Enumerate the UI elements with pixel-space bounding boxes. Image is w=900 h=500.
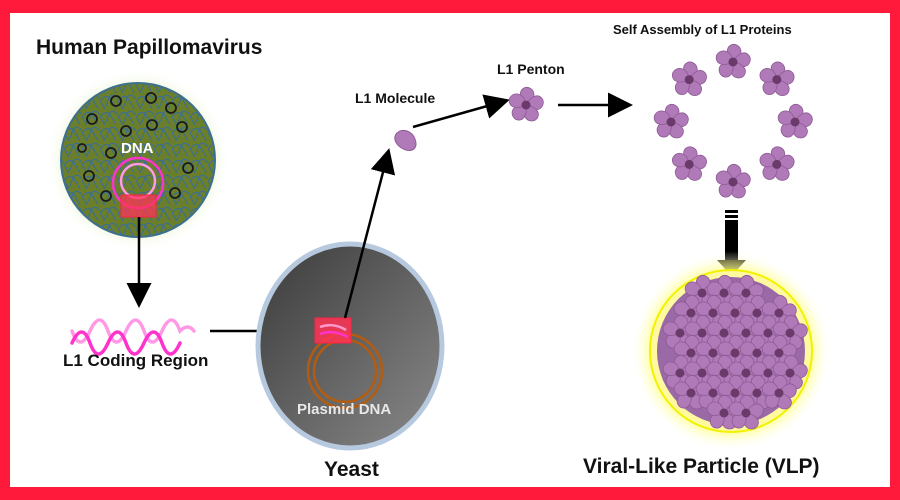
ring-penton [715,44,753,81]
yeast-cell-icon [255,241,445,451]
coding-region-label: L1 Coding Region [63,351,209,370]
ring-penton [777,104,815,141]
yeast-label: Yeast [324,458,379,481]
l1-molecule-label: L1 Molecule [355,90,436,106]
ring-penton [758,62,796,99]
ring-penton [671,62,709,99]
ring-penton [653,104,691,141]
ring-penton [715,164,753,201]
dna-helix-icon [70,318,196,356]
hpv-virus-icon [46,68,230,252]
ring-penton [758,147,796,184]
l1-penton-label: L1 Penton [497,61,565,77]
arrow-molecule-to-penton [412,94,510,129]
penton-ring [653,44,815,201]
diagram-canvas: Human Papillomavirus DNA L1 Coding Regio… [10,13,890,487]
self-assembly-label: Self Assembly of L1 Proteins [613,22,792,37]
diagram-graphics [46,13,831,451]
dna-label: DNA [121,140,154,157]
vlp-particle-icon [631,251,831,451]
vlp-label: Viral-Like Particle (VLP) [583,455,820,478]
arrow-yeast-to-molecule [343,148,396,319]
ring-penton [671,147,709,184]
l1-penton-icon [508,87,546,124]
l1-molecule-icon [394,129,417,151]
plasmid-label: Plasmid DNA [297,401,392,418]
hpv-label: Human Papillomavirus [36,36,263,59]
